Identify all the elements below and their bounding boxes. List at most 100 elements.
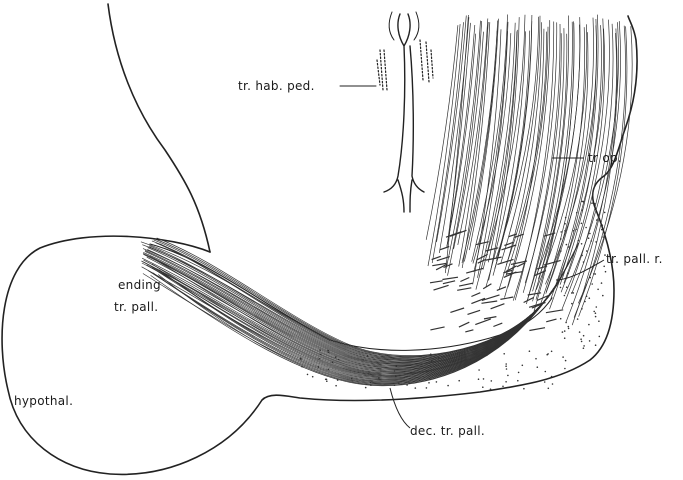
- optic-fiber: [574, 26, 625, 318]
- label-ending-line2: tr. pall.: [114, 300, 158, 314]
- stipple-dot: [591, 283, 593, 285]
- stipple-dot: [335, 385, 337, 387]
- stipple-dot: [571, 303, 573, 305]
- stipple-dot: [593, 273, 595, 275]
- stipple-dot: [564, 223, 566, 225]
- stipple-dot: [586, 250, 588, 252]
- optic-fiber-stroke: [546, 310, 563, 313]
- stipple-dot: [505, 363, 507, 365]
- stipple-dot: [562, 331, 564, 333]
- stipple-dot: [505, 365, 507, 367]
- stipple-dot: [482, 386, 484, 388]
- stipple-dot: [300, 358, 302, 360]
- stipple-dot: [580, 338, 582, 340]
- label-tr-op: tr op.: [588, 151, 622, 165]
- stipple-dot: [598, 320, 600, 322]
- stipple-dot: [581, 243, 583, 245]
- stipple-dot: [503, 353, 505, 355]
- optic-fiber: [506, 27, 548, 276]
- stipple-dot: [505, 381, 507, 383]
- stipple-dot: [486, 355, 488, 357]
- habenular-granules-right: [420, 40, 433, 82]
- stipple-dot: [545, 371, 547, 373]
- stipple-dot: [564, 330, 566, 332]
- stipple-dot: [581, 201, 583, 203]
- stipple-dot: [588, 324, 590, 326]
- stipple-dot: [502, 386, 504, 388]
- stipple-dot: [560, 250, 562, 252]
- stipple-dot: [595, 312, 597, 314]
- stipple-dot: [518, 372, 520, 374]
- stipple-dot: [395, 376, 397, 378]
- stipple-dot: [589, 233, 591, 235]
- optic-fiber-stroke: [459, 322, 469, 327]
- stipple-dot: [491, 380, 493, 382]
- stipple-dot: [490, 388, 492, 390]
- stipple-dot: [596, 306, 598, 308]
- stipple-dot: [564, 337, 566, 339]
- optic-fiber-stroke: [434, 285, 449, 290]
- stipple-dot: [571, 292, 573, 294]
- stipple-dot: [579, 331, 581, 333]
- optic-fiber-stroke: [430, 327, 444, 330]
- optic-fiber-stroke: [491, 304, 505, 309]
- stipple-dot: [328, 369, 330, 371]
- optic-fiber-stroke: [497, 287, 506, 291]
- stipple-dot: [337, 379, 339, 381]
- optic-fiber-stroke: [529, 328, 545, 331]
- stipple-dot: [458, 352, 460, 354]
- stipple-dot: [301, 366, 303, 368]
- stipple-dot: [583, 335, 585, 337]
- stipple-dot: [576, 212, 578, 214]
- stipple-dot: [581, 255, 583, 257]
- optic-fiber-stroke: [524, 298, 534, 303]
- stipple-dot: [544, 381, 546, 383]
- stipple-dot: [562, 356, 564, 358]
- stipple-dot: [589, 277, 591, 279]
- stipple-dot: [335, 356, 337, 358]
- stipple-dot: [565, 217, 567, 219]
- stipple-dot: [535, 358, 537, 360]
- stipple-dot: [565, 322, 567, 324]
- stipple-dot: [438, 357, 440, 359]
- stipple-dot: [602, 224, 604, 226]
- stipple-dot: [603, 266, 605, 268]
- stipple-dot: [447, 385, 449, 387]
- optic-fiber-stroke: [460, 278, 469, 282]
- stipple-dot: [430, 353, 432, 355]
- label-ending-line1: ending: [118, 278, 161, 292]
- stipple-dot: [568, 246, 570, 248]
- stipple-dot: [396, 365, 398, 367]
- optic-fiber-stroke: [475, 319, 491, 325]
- stipple-dot: [589, 297, 591, 299]
- stipple-dot: [523, 388, 525, 390]
- stipple-dot: [594, 203, 596, 205]
- stipple-dot: [478, 378, 480, 380]
- optic-fiber: [513, 22, 557, 300]
- ventricle-wall-outline: [108, 4, 210, 252]
- habenular-granules-left: [377, 50, 387, 90]
- stipple-dot: [551, 376, 553, 378]
- stipple-dot: [581, 209, 583, 211]
- stipple-dot: [597, 289, 599, 291]
- stipple-dot: [481, 352, 483, 354]
- stipple-dot: [604, 235, 606, 237]
- stipple-dot: [406, 384, 408, 386]
- optic-fiber-stroke: [497, 259, 513, 264]
- stipple-dot: [586, 296, 588, 298]
- stipple-dot: [599, 336, 601, 338]
- stipple-dot: [602, 295, 604, 297]
- stipple-dot: [453, 361, 455, 363]
- stipple-dot: [591, 202, 593, 204]
- optic-fiber-stroke: [482, 295, 500, 301]
- stipple-dot: [595, 316, 597, 318]
- stipple-dot: [320, 354, 322, 356]
- stipple-dot: [601, 229, 603, 231]
- stipple-dot: [583, 261, 585, 263]
- label-tr-pall-r: tr. pall. r.: [606, 252, 663, 266]
- stipple-dot: [568, 328, 570, 330]
- stipple-dot: [596, 219, 598, 221]
- stipple-dot: [318, 366, 320, 368]
- dec-tr-pall-leader: [390, 388, 410, 428]
- optic-fiber-stroke: [459, 283, 473, 286]
